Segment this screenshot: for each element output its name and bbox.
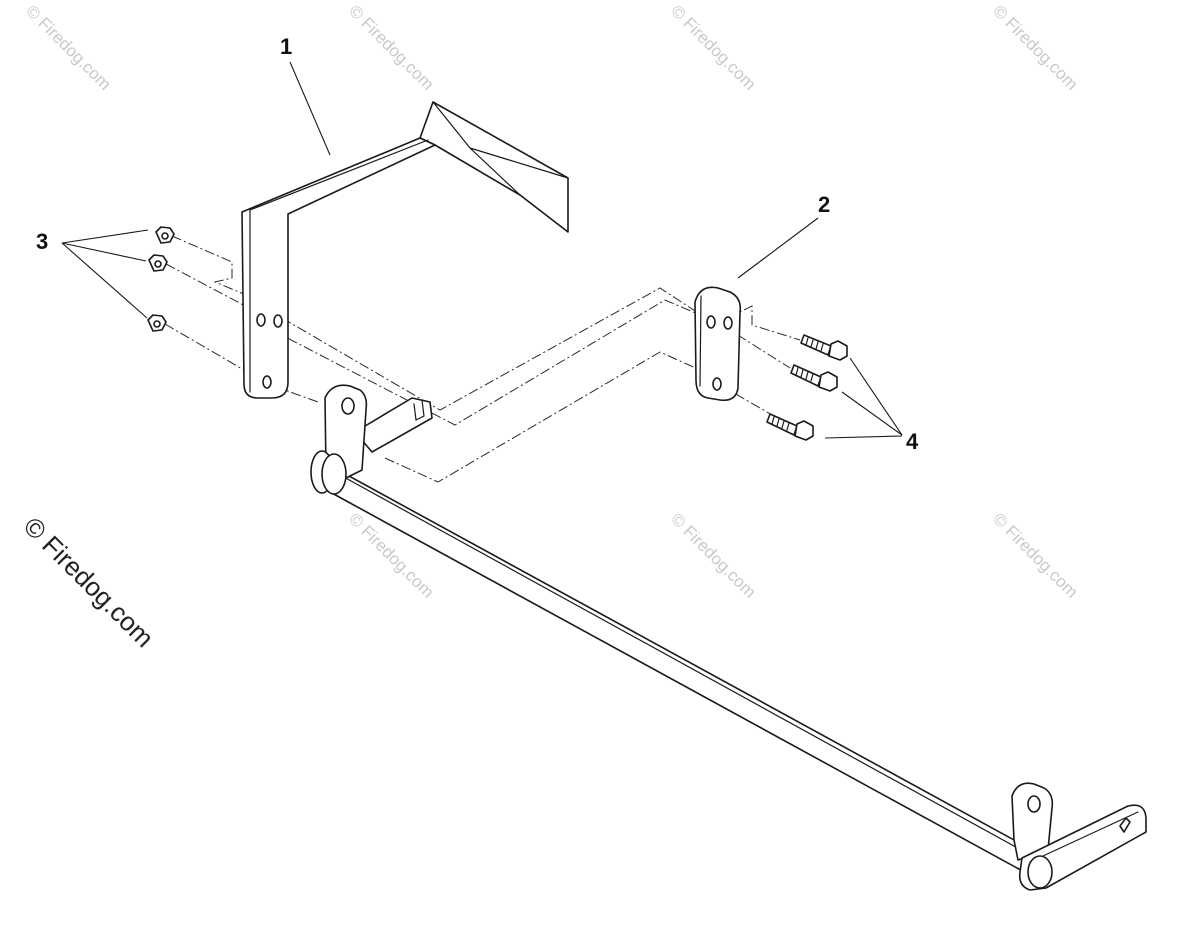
callouts: 1 2 3 4 bbox=[36, 34, 919, 454]
callout-3: 3 bbox=[36, 229, 48, 254]
part-1-pedal-bracket bbox=[241, 101, 569, 399]
right-shaft-arm-edge bbox=[1029, 811, 1139, 863]
part-2-link-plate bbox=[694, 286, 742, 402]
part-4-hex-bolts bbox=[766, 334, 848, 441]
watermark-layer: © Firedog.com © Firedog.com © Firedog.co… bbox=[22, 1, 1081, 601]
cross-shaft-highlight bbox=[341, 475, 1033, 857]
right-shaft-bracket-plate bbox=[1011, 782, 1054, 861]
pedal-pad bbox=[419, 101, 569, 233]
left-shaft-end bbox=[321, 453, 347, 495]
hex-nut-bottom bbox=[147, 314, 167, 332]
phantom-line-nut-top bbox=[171, 235, 259, 301]
right-arm-slot bbox=[1119, 817, 1131, 833]
left-shaft-bracket-slot bbox=[413, 399, 425, 421]
hex-nut-middle bbox=[148, 254, 168, 272]
pedal-hole-2 bbox=[273, 314, 283, 328]
left-bracket-hole bbox=[341, 397, 355, 415]
phantom-line-mid-path bbox=[271, 299, 713, 426]
hex-nut-top bbox=[155, 226, 175, 244]
leader-3b bbox=[61, 242, 147, 262]
hex-bolt-top bbox=[800, 334, 848, 361]
callout-2: 2 bbox=[818, 192, 830, 217]
pedal-hole-3 bbox=[262, 375, 272, 389]
watermark-large: © Firedog.com bbox=[18, 511, 160, 653]
leader-2 bbox=[737, 217, 819, 279]
callout-1: 1 bbox=[280, 34, 292, 59]
watermark-4: © Firedog.com bbox=[989, 1, 1081, 93]
phantom-line-low-path bbox=[384, 351, 701, 483]
right-bracket-hole bbox=[1027, 795, 1041, 813]
leader-1 bbox=[289, 61, 331, 156]
cross-shaft-assembly bbox=[310, 384, 1147, 891]
phantom-line-bolt-low bbox=[719, 384, 773, 416]
pedal-arm-edge bbox=[249, 139, 429, 393]
leader-3c bbox=[61, 242, 148, 319]
link-plate-hole-1 bbox=[706, 315, 716, 329]
watermark-1: © Firedog.com bbox=[22, 1, 114, 93]
leader-4c bbox=[824, 435, 903, 439]
watermark-2: © Firedog.com bbox=[345, 1, 437, 93]
link-plate-hole-2 bbox=[723, 316, 733, 330]
left-shaft-bracket-tab bbox=[354, 397, 433, 453]
part-3-hex-nuts bbox=[147, 226, 175, 332]
phantom-line-upper-path bbox=[281, 287, 707, 411]
callout-4: 4 bbox=[906, 429, 919, 454]
right-shaft-end bbox=[1027, 855, 1053, 889]
pedal-hole-1 bbox=[256, 313, 266, 327]
hex-bolt-middle bbox=[790, 364, 838, 392]
link-plate-edge bbox=[699, 295, 702, 387]
leader-4b bbox=[841, 391, 903, 436]
pedal-arm bbox=[241, 137, 436, 399]
watermark-3: © Firedog.com bbox=[667, 1, 759, 93]
hex-bolt-bottom bbox=[766, 413, 814, 441]
link-plate-body bbox=[694, 286, 742, 402]
watermark-7: © Firedog.com bbox=[989, 509, 1081, 601]
watermark-6: © Firedog.com bbox=[667, 509, 759, 601]
phantom-line-nut-low bbox=[164, 323, 319, 403]
leader-3a bbox=[61, 229, 149, 244]
link-plate-hole-3 bbox=[712, 377, 722, 391]
pedal-pad-fold bbox=[432, 101, 569, 196]
leader-4a bbox=[849, 357, 903, 436]
